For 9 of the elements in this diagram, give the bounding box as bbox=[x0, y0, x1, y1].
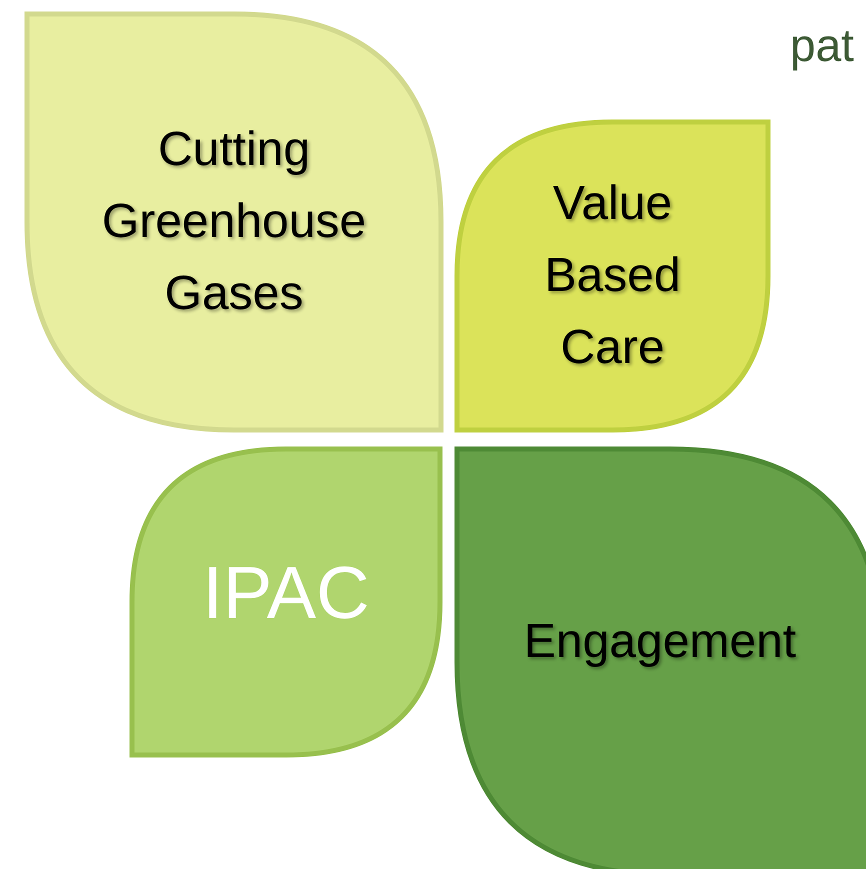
leaf-label: Engagement bbox=[524, 614, 796, 670]
leaf-shape bbox=[130, 447, 442, 757]
cut-off-text: pat bbox=[790, 18, 854, 72]
leaf-shape bbox=[25, 12, 443, 432]
leaf-shape bbox=[455, 120, 770, 432]
leaf-label: Cutting Greenhouse Gases bbox=[100, 122, 368, 322]
leaf-shape bbox=[455, 447, 866, 869]
leaf-label: Value Based Care bbox=[543, 176, 682, 376]
leaf-label: IPAC bbox=[202, 550, 370, 636]
